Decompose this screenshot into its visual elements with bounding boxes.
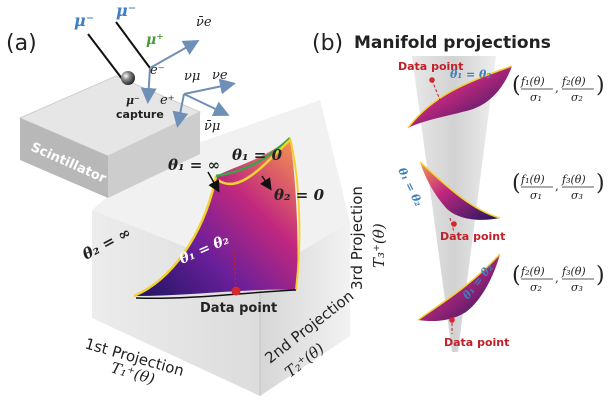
svg-text:,: ,: [555, 81, 559, 95]
mu-plus-label: μ⁺: [146, 32, 164, 48]
projection-3-data-label: Data point: [444, 336, 509, 349]
data-point-label: Data point: [200, 301, 277, 316]
formula-2: ( f₁(θ) σ₁ , f₃(θ) σ₃ ): [512, 171, 605, 202]
muon-track-1: [87, 33, 127, 85]
projection-1-data-marker: [429, 77, 435, 83]
svg-text:f₂(θ): f₂(θ): [520, 265, 545, 278]
svg-text:f₂(θ): f₂(θ): [561, 75, 586, 88]
theta1-zero-curve: [215, 137, 291, 178]
svg-text:): ): [596, 263, 605, 288]
scintillator-front: [20, 118, 108, 198]
theta1-inf-label: θ₁ = ∞: [168, 156, 220, 174]
nu-e-bar-arrow: [149, 40, 200, 69]
e-minus-label: e⁻: [150, 63, 165, 78]
mu-minus-2-label: μ⁻: [116, 1, 136, 20]
muon-track-2: [115, 21, 151, 69]
svg-text:σ₃: σ₃: [571, 281, 583, 294]
svg-text:(: (: [512, 263, 521, 288]
manifold-ridge: [217, 139, 291, 186]
svg-text:σ₂: σ₂: [530, 281, 542, 294]
theta2-zero-curve: [289, 137, 301, 291]
panel-b-title: Manifold projections: [354, 33, 551, 53]
svg-text:): ): [596, 73, 605, 98]
projection-2-eq: θ₁ = θ₂: [395, 166, 425, 209]
nu-mu-bar-arrow: [183, 93, 230, 117]
panel-a-label: (a): [6, 31, 37, 56]
svg-text:σ₃: σ₃: [571, 189, 583, 202]
svg-text:σ₁: σ₁: [530, 91, 542, 104]
third-projection-label: 3rd Projection: [348, 186, 366, 290]
svg-text:,: ,: [555, 271, 559, 285]
projection-1-eq: θ₁ = θ₂: [450, 68, 491, 81]
mu-minus-1-label: μ⁻: [74, 11, 94, 30]
theta1-zero-label: θ₁ = 0: [232, 146, 283, 164]
projection-1-surface: [408, 66, 512, 128]
svg-text:(: (: [512, 73, 521, 98]
formula-3: ( f₂(θ) σ₂ , f₃(θ) σ₃ ): [512, 263, 605, 294]
third-projection-symbol: T₃⁺(θ): [370, 223, 388, 268]
projection-3-data-marker: [449, 317, 455, 323]
projection-2-data-marker: [451, 221, 457, 227]
capture-label: capture: [116, 108, 164, 121]
svg-text:f₁(θ): f₁(θ): [520, 75, 545, 88]
nu-mu-label: νμ: [184, 69, 200, 84]
scintillator-side: [108, 112, 200, 198]
projection-2-surface: [420, 162, 500, 220]
e-plus-label: e⁺: [160, 93, 175, 108]
nu-e-label: νe: [212, 68, 228, 83]
projection-2-data-label: Data point: [440, 230, 505, 243]
svg-text:,: ,: [555, 179, 559, 193]
svg-text:): ): [596, 171, 605, 196]
manifold-surface: [134, 138, 298, 296]
theta2-zero-label: θ₂ = 0: [274, 186, 325, 204]
svg-text:f₁(θ): f₁(θ): [520, 173, 545, 186]
data-point-marker: [231, 286, 241, 296]
formula-1: ( f₁(θ) σ₁ , f₂(θ) σ₂ ): [512, 73, 605, 104]
projection-1-data-label-a: Data point: [398, 60, 463, 73]
mu-capture-symbol: μ⁻: [126, 94, 140, 107]
nu-e-arrow: [183, 78, 236, 95]
nu-e-bar-label: ν̄e: [196, 15, 212, 30]
capture-nucleus: [121, 71, 135, 85]
panel-b-label: (b): [312, 31, 343, 56]
nu-mu-bar-label: ν̄μ: [204, 119, 220, 134]
svg-text:σ₁: σ₁: [530, 189, 542, 202]
svg-text:f₃(θ): f₃(θ): [561, 265, 586, 278]
e-minus-arrow: [140, 67, 157, 104]
manifold-bottom-edge: [135, 289, 297, 300]
e-plus-arrow: [172, 93, 189, 128]
svg-text:f₃(θ): f₃(θ): [561, 173, 586, 186]
left-wall: [92, 210, 260, 396]
svg-text:σ₂: σ₂: [571, 91, 583, 104]
svg-text:(: (: [512, 171, 521, 196]
